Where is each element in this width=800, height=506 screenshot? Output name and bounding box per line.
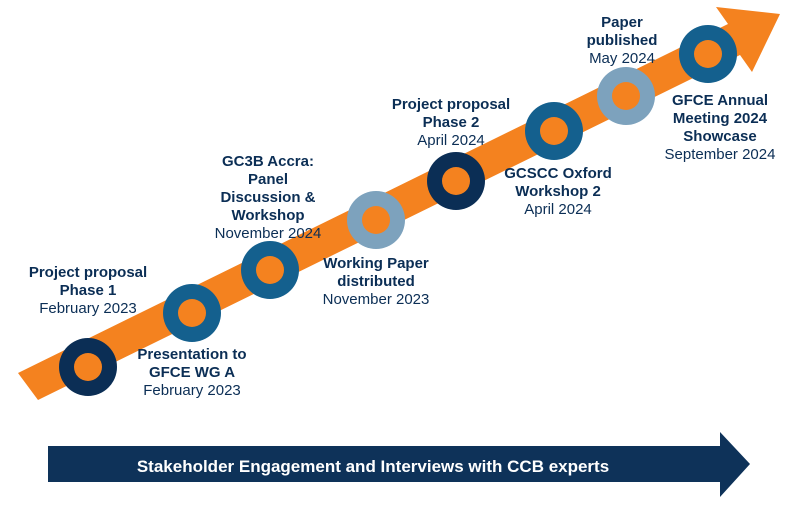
milestone-date: February 2023 [143,382,241,399]
milestone-date: May 2024 [589,50,655,67]
milestone-marker [347,191,405,249]
milestone-dot [178,299,206,327]
milestone-marker [241,241,299,299]
milestone-marker [59,338,117,396]
milestone-title: Paper published [586,14,658,49]
milestone-marker [525,102,583,160]
milestone-date: February 2023 [39,300,137,317]
milestone-label: Project proposal Phase 2 April 2024 [392,96,510,150]
milestone-title: GCSCC Oxford Workshop 2 [504,165,612,200]
milestone-label: GCSCC Oxford Workshop 2 April 2024 [504,165,612,219]
milestone-label: Presentation to GFCE WG A February 2023 [137,346,246,400]
milestone-date: November 2024 [214,225,322,242]
milestone-dot [540,117,568,145]
milestone-marker [163,284,221,342]
milestone-title: Project proposal Phase 2 [391,96,511,131]
banner-arrow [48,432,750,497]
banner-text: Stakeholder Engagement and Interviews wi… [136,457,610,476]
milestone-title: GC3B Accra: Panel Discussion & Workshop [220,153,316,224]
milestone-date: November 2023 [322,291,430,308]
milestone-label: GFCE Annual Meeting 2024 Showcase Septem… [665,92,776,164]
milestone-dot [442,167,470,195]
milestone-title: Presentation to GFCE WG A [137,346,247,381]
milestone-label: Working Paper distributed November 2023 [323,255,430,309]
milestone-marker [427,152,485,210]
milestone-title: Project proposal Phase 1 [28,264,148,299]
milestone-dot [362,206,390,234]
milestone-dot [256,256,284,284]
milestone-dot [74,353,102,381]
milestone-label: GC3B Accra: Panel Discussion & Workshop … [215,153,322,243]
milestone-title: GFCE Annual Meeting 2024 Showcase [671,92,769,145]
milestone-date: April 2024 [417,132,485,149]
milestone-marker [679,25,737,83]
milestone-title: Working Paper distributed [323,255,429,290]
milestone-dot [694,40,722,68]
milestone-label: Paper published May 2024 [587,14,658,68]
milestone-label: Project proposal Phase 1 February 2023 [29,264,147,318]
milestone-date: September 2024 [664,146,776,163]
milestone-dot [612,82,640,110]
milestone-marker [597,67,655,125]
milestone-date: April 2024 [524,201,592,218]
